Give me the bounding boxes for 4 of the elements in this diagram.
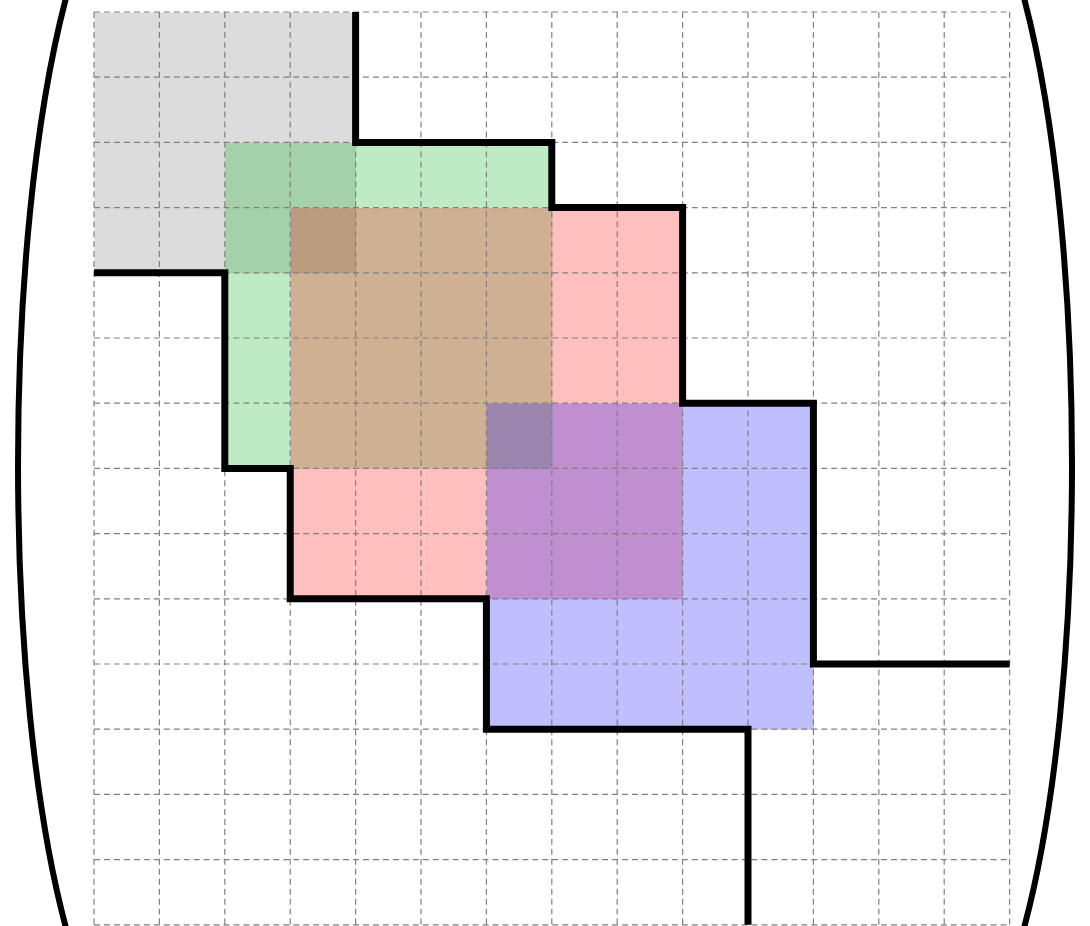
shaded-block (486, 403, 814, 730)
shaded-block (94, 12, 356, 274)
shaded-block (225, 142, 553, 469)
shaded-block (290, 208, 683, 600)
